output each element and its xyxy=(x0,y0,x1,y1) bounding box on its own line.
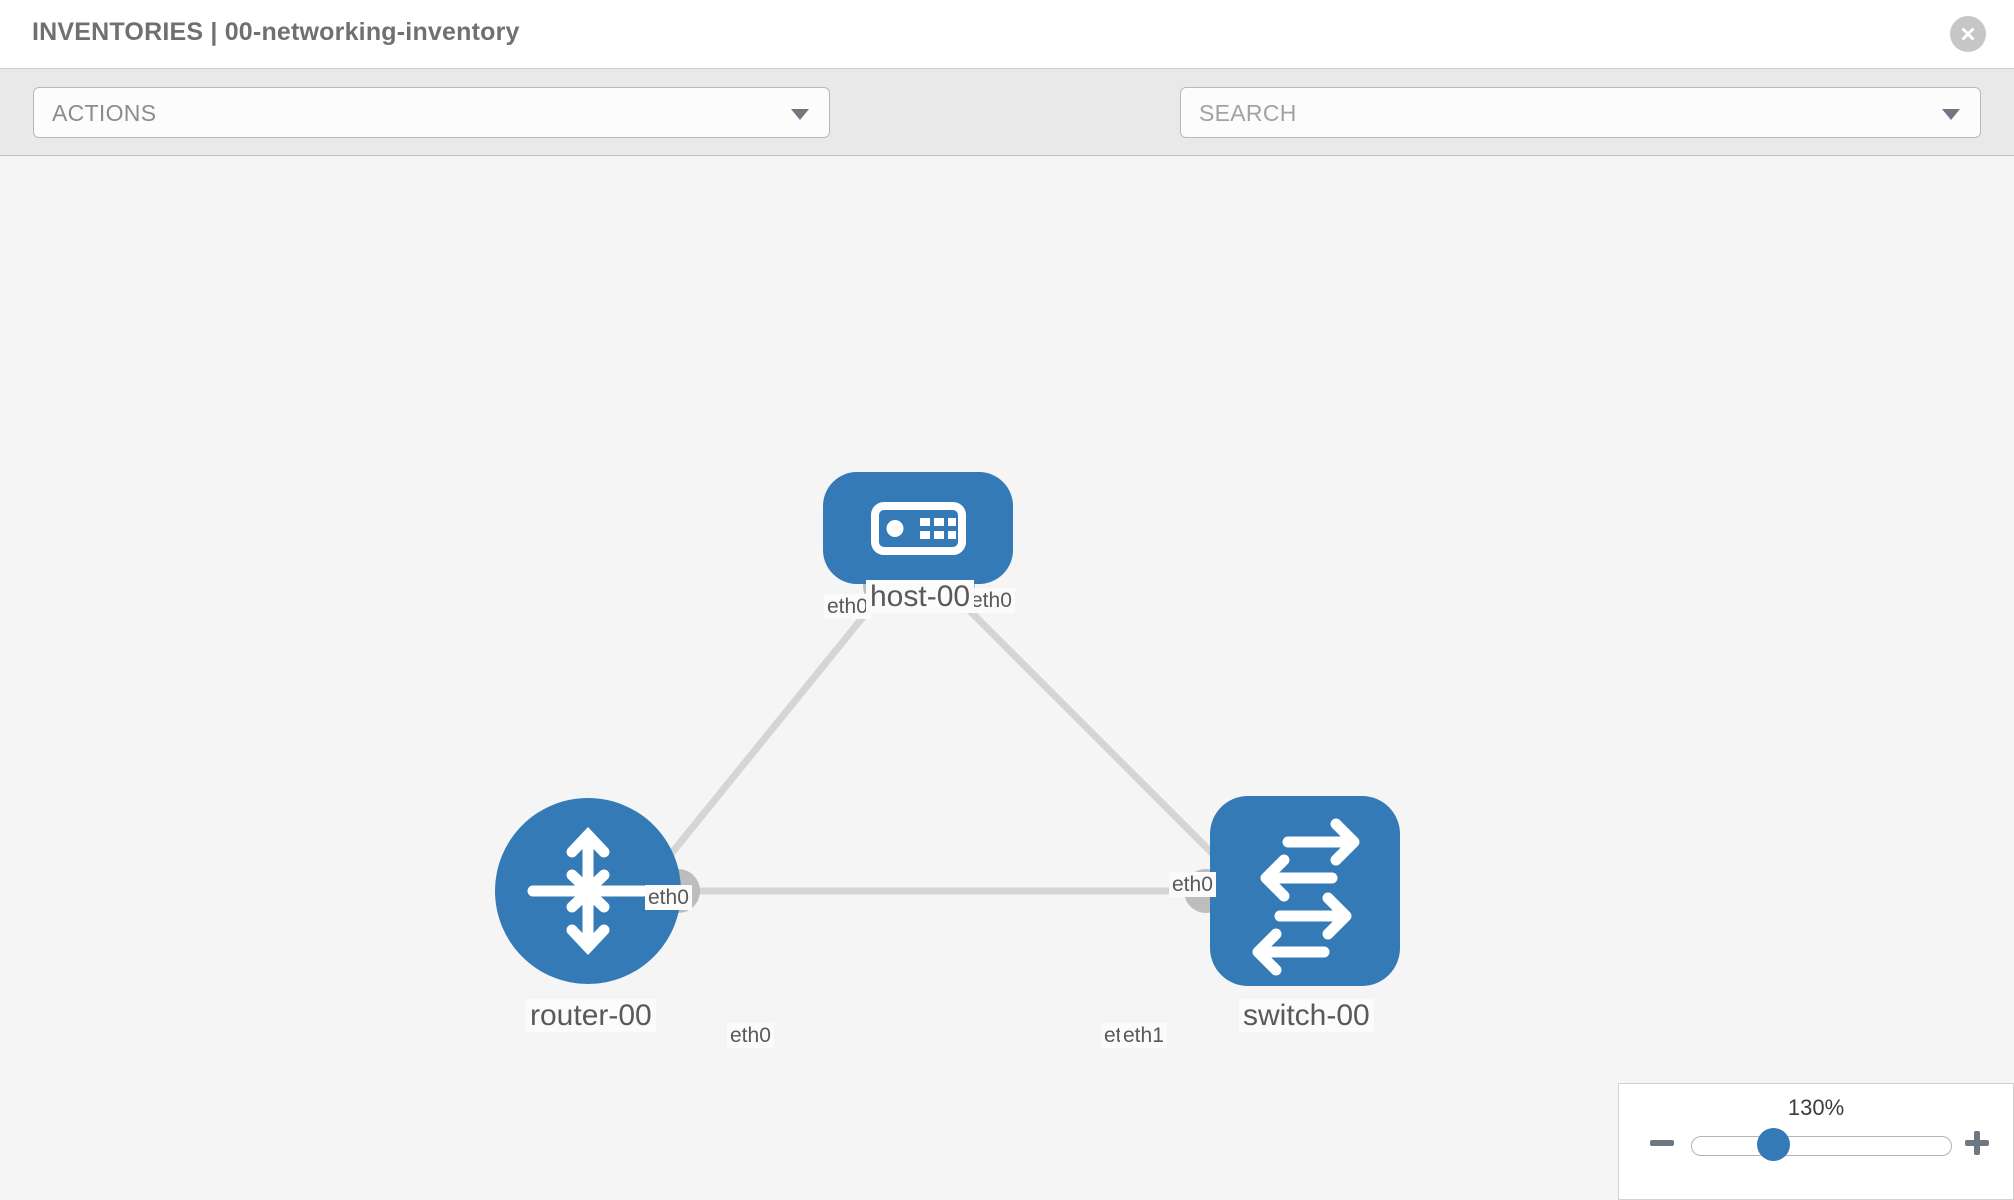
chevron-down-icon xyxy=(791,109,809,120)
interface-label: eth0 xyxy=(824,594,871,620)
search-input[interactable]: SEARCH xyxy=(1180,87,1981,138)
close-button[interactable] xyxy=(1950,16,1986,52)
node-host-00[interactable] xyxy=(823,472,1013,584)
zoom-control-panel: 130% xyxy=(1618,1083,2014,1200)
interface-label: eth0 xyxy=(968,588,1015,614)
server-icon xyxy=(871,502,966,555)
interface-label: eth0 xyxy=(727,1023,774,1049)
zoom-out-button[interactable] xyxy=(1647,1128,1677,1158)
node-router-00[interactable] xyxy=(495,798,681,984)
interface-label: eth1 xyxy=(1120,1023,1167,1049)
node-label-router-00: router-00 xyxy=(526,999,656,1032)
topology-ports xyxy=(656,564,1260,913)
node-label-host-00: host-00 xyxy=(866,580,975,613)
toolbar: ACTIONS SEARCH xyxy=(0,69,2014,199)
node-label-switch-00: switch-00 xyxy=(1239,999,1374,1032)
zoom-slider-thumb[interactable] xyxy=(1757,1128,1790,1161)
minus-icon xyxy=(1650,1140,1674,1146)
node-switch-00[interactable] xyxy=(1210,796,1400,986)
actions-dropdown[interactable]: ACTIONS xyxy=(33,87,830,138)
chevron-down-icon xyxy=(1942,109,1960,120)
zoom-level-value: 130% xyxy=(1787,1095,1845,1120)
topology-canvas[interactable]: eth0 eth0 eth0 eth0 eth0 eth eth1 host-0… xyxy=(0,156,2014,1200)
switch-arrows-icon xyxy=(1252,818,1360,976)
page-title: INVENTORIES | 00-networking-inventory xyxy=(32,18,520,46)
page-header: INVENTORIES | 00-networking-inventory xyxy=(0,0,2014,69)
interface-label: eth0 xyxy=(645,885,692,911)
zoom-slider-track[interactable] xyxy=(1691,1136,1952,1156)
link-host00-switch00[interactable] xyxy=(952,593,1238,879)
actions-dropdown-label: ACTIONS xyxy=(52,100,157,126)
zoom-in-button[interactable] xyxy=(1962,1128,1992,1158)
interface-label: eth0 xyxy=(1169,872,1216,898)
search-placeholder: SEARCH xyxy=(1199,100,1297,126)
router-arrows-icon xyxy=(527,826,649,956)
link-host00-router00[interactable] xyxy=(642,593,883,889)
plus-icon xyxy=(1965,1131,1989,1155)
close-icon xyxy=(1961,27,1975,41)
topology-graph xyxy=(495,472,1400,986)
topology-links xyxy=(642,593,1238,895)
